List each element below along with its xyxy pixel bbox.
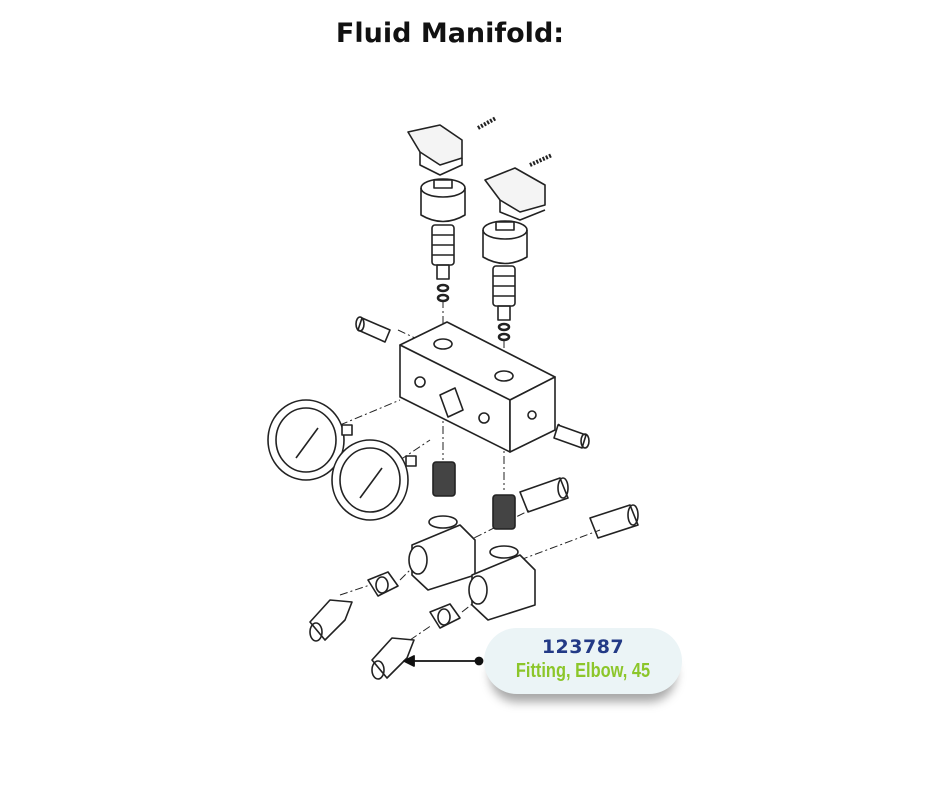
page-title: Fluid Manifold: — [335, 18, 565, 49]
fitting-upper-right — [519, 477, 569, 513]
part-description: Fitting, Elbow, 45 — [515, 660, 651, 682]
valve-cap-left — [420, 178, 466, 223]
pressure-gauge-back — [267, 399, 353, 481]
tee-fitting-left — [408, 515, 476, 591]
hex-nipple-right — [492, 494, 516, 530]
valve-handle-left — [407, 124, 463, 176]
pin-left — [477, 116, 497, 130]
valve-stem-left — [431, 224, 455, 280]
elbow-fitting-right — [371, 637, 415, 680]
part-callout: 123787 Fitting, Elbow, 45 — [484, 628, 682, 694]
valve-handle-right — [484, 167, 546, 221]
nut-right — [429, 603, 461, 629]
valve-stem-right — [492, 265, 516, 321]
pin-right — [529, 153, 553, 167]
valve-cap-right — [482, 220, 528, 265]
nut-left — [367, 571, 399, 597]
tee-fitting-right — [468, 545, 536, 621]
pressure-gauge-front — [331, 439, 417, 521]
hex-nipple-left — [432, 461, 456, 497]
fitting-top-left — [355, 316, 391, 343]
callout-arrow — [403, 655, 484, 667]
elbow-fitting-left — [309, 599, 353, 642]
fitting-lower-right — [589, 504, 639, 539]
fitting-right — [553, 424, 590, 449]
manifold-block — [399, 321, 556, 453]
part-number: 123787 — [541, 636, 625, 658]
